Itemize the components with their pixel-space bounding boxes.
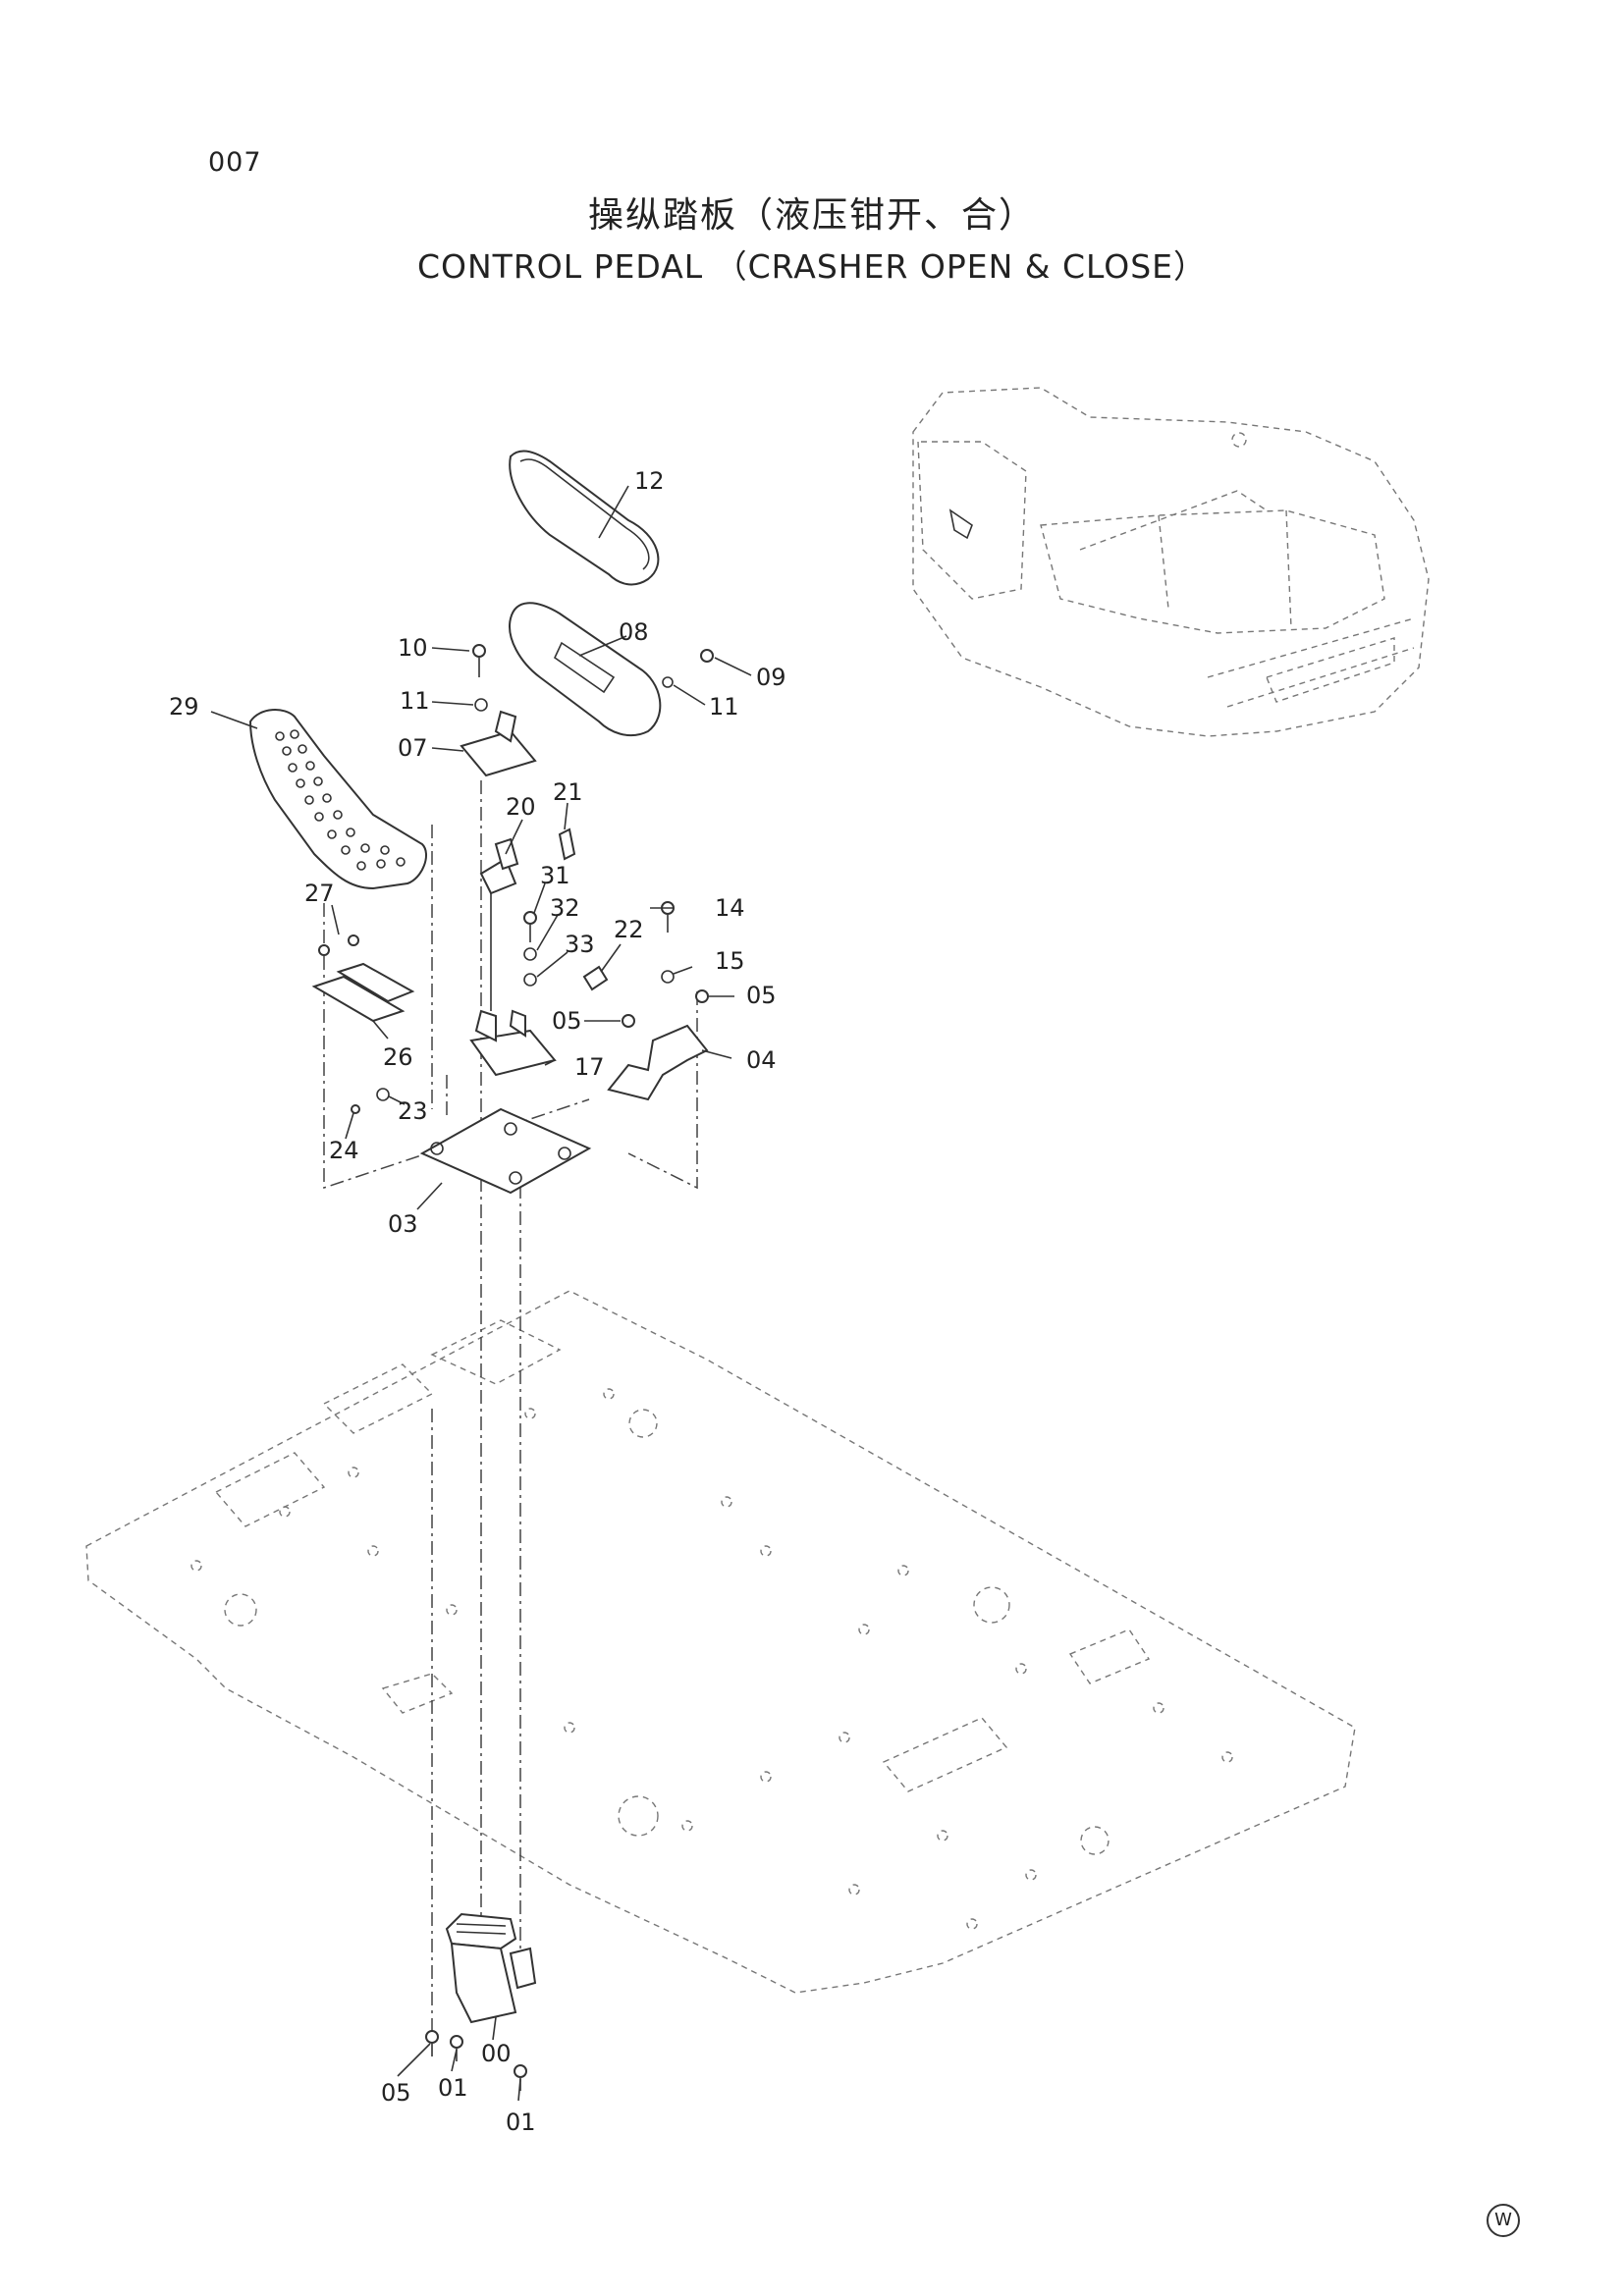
callout-31: 31 (540, 862, 570, 889)
callout-14: 14 (715, 894, 745, 922)
callout-12: 12 (634, 467, 665, 495)
callout-03: 03 (388, 1210, 418, 1238)
callout-15: 15 (715, 947, 745, 975)
title-chinese: 操纵踏板（液压钳开、合） (587, 195, 1036, 236)
excavator-thumbnail (912, 387, 1430, 737)
part-07-bracket (460, 710, 537, 777)
callout-17: 17 (574, 1053, 605, 1081)
floor-plate (85, 1290, 1356, 1994)
callout-labels: 12 10 08 09 11 11 29 07 20 21 27 31 32 1… (169, 467, 786, 2136)
page-number: 007 (208, 147, 262, 178)
part-00-solenoid-unit (445, 1912, 537, 2024)
callout-29: 29 (169, 693, 199, 721)
callout-09: 09 (756, 664, 786, 691)
part-04-bracket (607, 1024, 709, 1101)
part-17-bracket (469, 1009, 557, 1077)
callout-05-right: 05 (746, 982, 777, 1009)
callout-23: 23 (398, 1097, 428, 1125)
assembly-lines (323, 780, 698, 2032)
leader-lines (210, 485, 752, 2102)
callout-04: 04 (746, 1046, 777, 1074)
callout-27: 27 (304, 880, 335, 907)
part-12-pedal-cover (509, 450, 660, 586)
bolts-washers (318, 644, 714, 1114)
callout-01-bottom: 01 (506, 2109, 536, 2136)
part-20-21-valve (479, 828, 576, 1011)
callout-11-left: 11 (400, 687, 430, 715)
part-29-foot-pedal (248, 709, 427, 890)
callout-21: 21 (553, 778, 583, 806)
callout-05-mid: 05 (552, 1007, 582, 1035)
callout-01-left: 01 (438, 2074, 468, 2102)
part-22-fitting (582, 965, 609, 991)
callout-10: 10 (398, 634, 428, 662)
callout-33: 33 (565, 931, 595, 958)
part-03-base-plate (419, 1107, 592, 1195)
callout-11-right: 11 (709, 693, 739, 721)
callout-26: 26 (383, 1043, 413, 1071)
callout-00: 00 (481, 2040, 512, 2067)
callout-08: 08 (619, 618, 649, 646)
part-26-plates (311, 962, 415, 1023)
callout-05-bottom: 05 (381, 2079, 411, 2107)
callout-22: 22 (614, 916, 644, 943)
title-english: CONTROL PEDAL （CRASHER OPEN & CLOSE） (416, 247, 1208, 286)
corner-mark: W (1487, 2204, 1520, 2237)
part-08-pedal (509, 602, 662, 737)
callout-24: 24 (329, 1137, 359, 1164)
callout-20: 20 (506, 793, 536, 821)
callout-32: 32 (550, 894, 580, 922)
callout-07: 07 (398, 734, 428, 762)
